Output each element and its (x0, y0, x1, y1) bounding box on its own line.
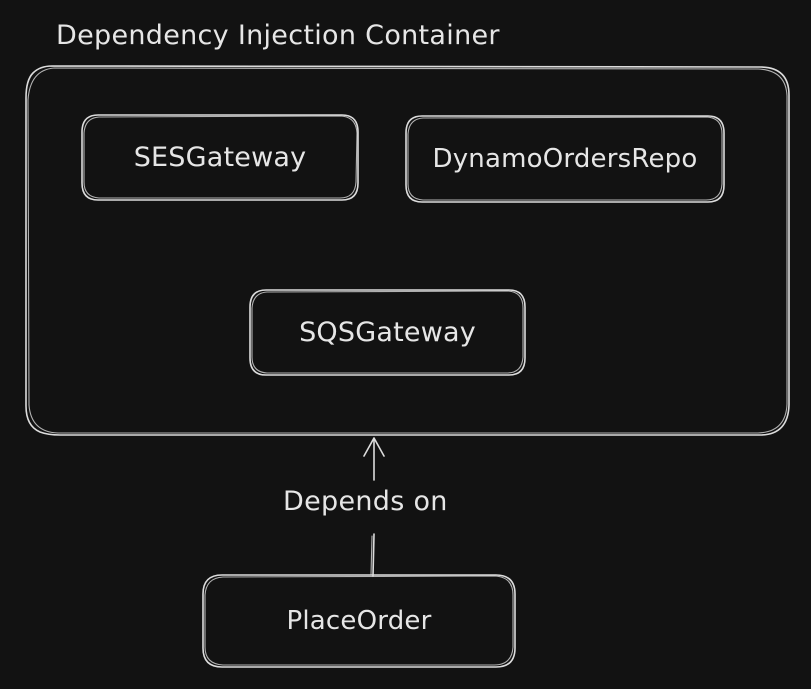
sqs-gateway-label: SQSGateway (299, 317, 476, 348)
place-order-label: PlaceOrder (286, 606, 432, 636)
sqs-gateway-box[interactable] (249, 289, 526, 376)
dynamo-orders-repo-label: DynamoOrdersRepo (432, 144, 698, 174)
di-container-box[interactable] (25, 65, 790, 436)
ses-gateway-label: SESGateway (133, 142, 307, 173)
place-order-box[interactable] (202, 574, 516, 668)
depends-on-arrow (363, 437, 385, 577)
container-title: Dependency Injection Container (56, 20, 500, 51)
ses-gateway-box[interactable] (81, 114, 359, 201)
dynamo-orders-repo-box[interactable] (405, 115, 725, 203)
depends-on-label: Depends on (283, 486, 448, 517)
